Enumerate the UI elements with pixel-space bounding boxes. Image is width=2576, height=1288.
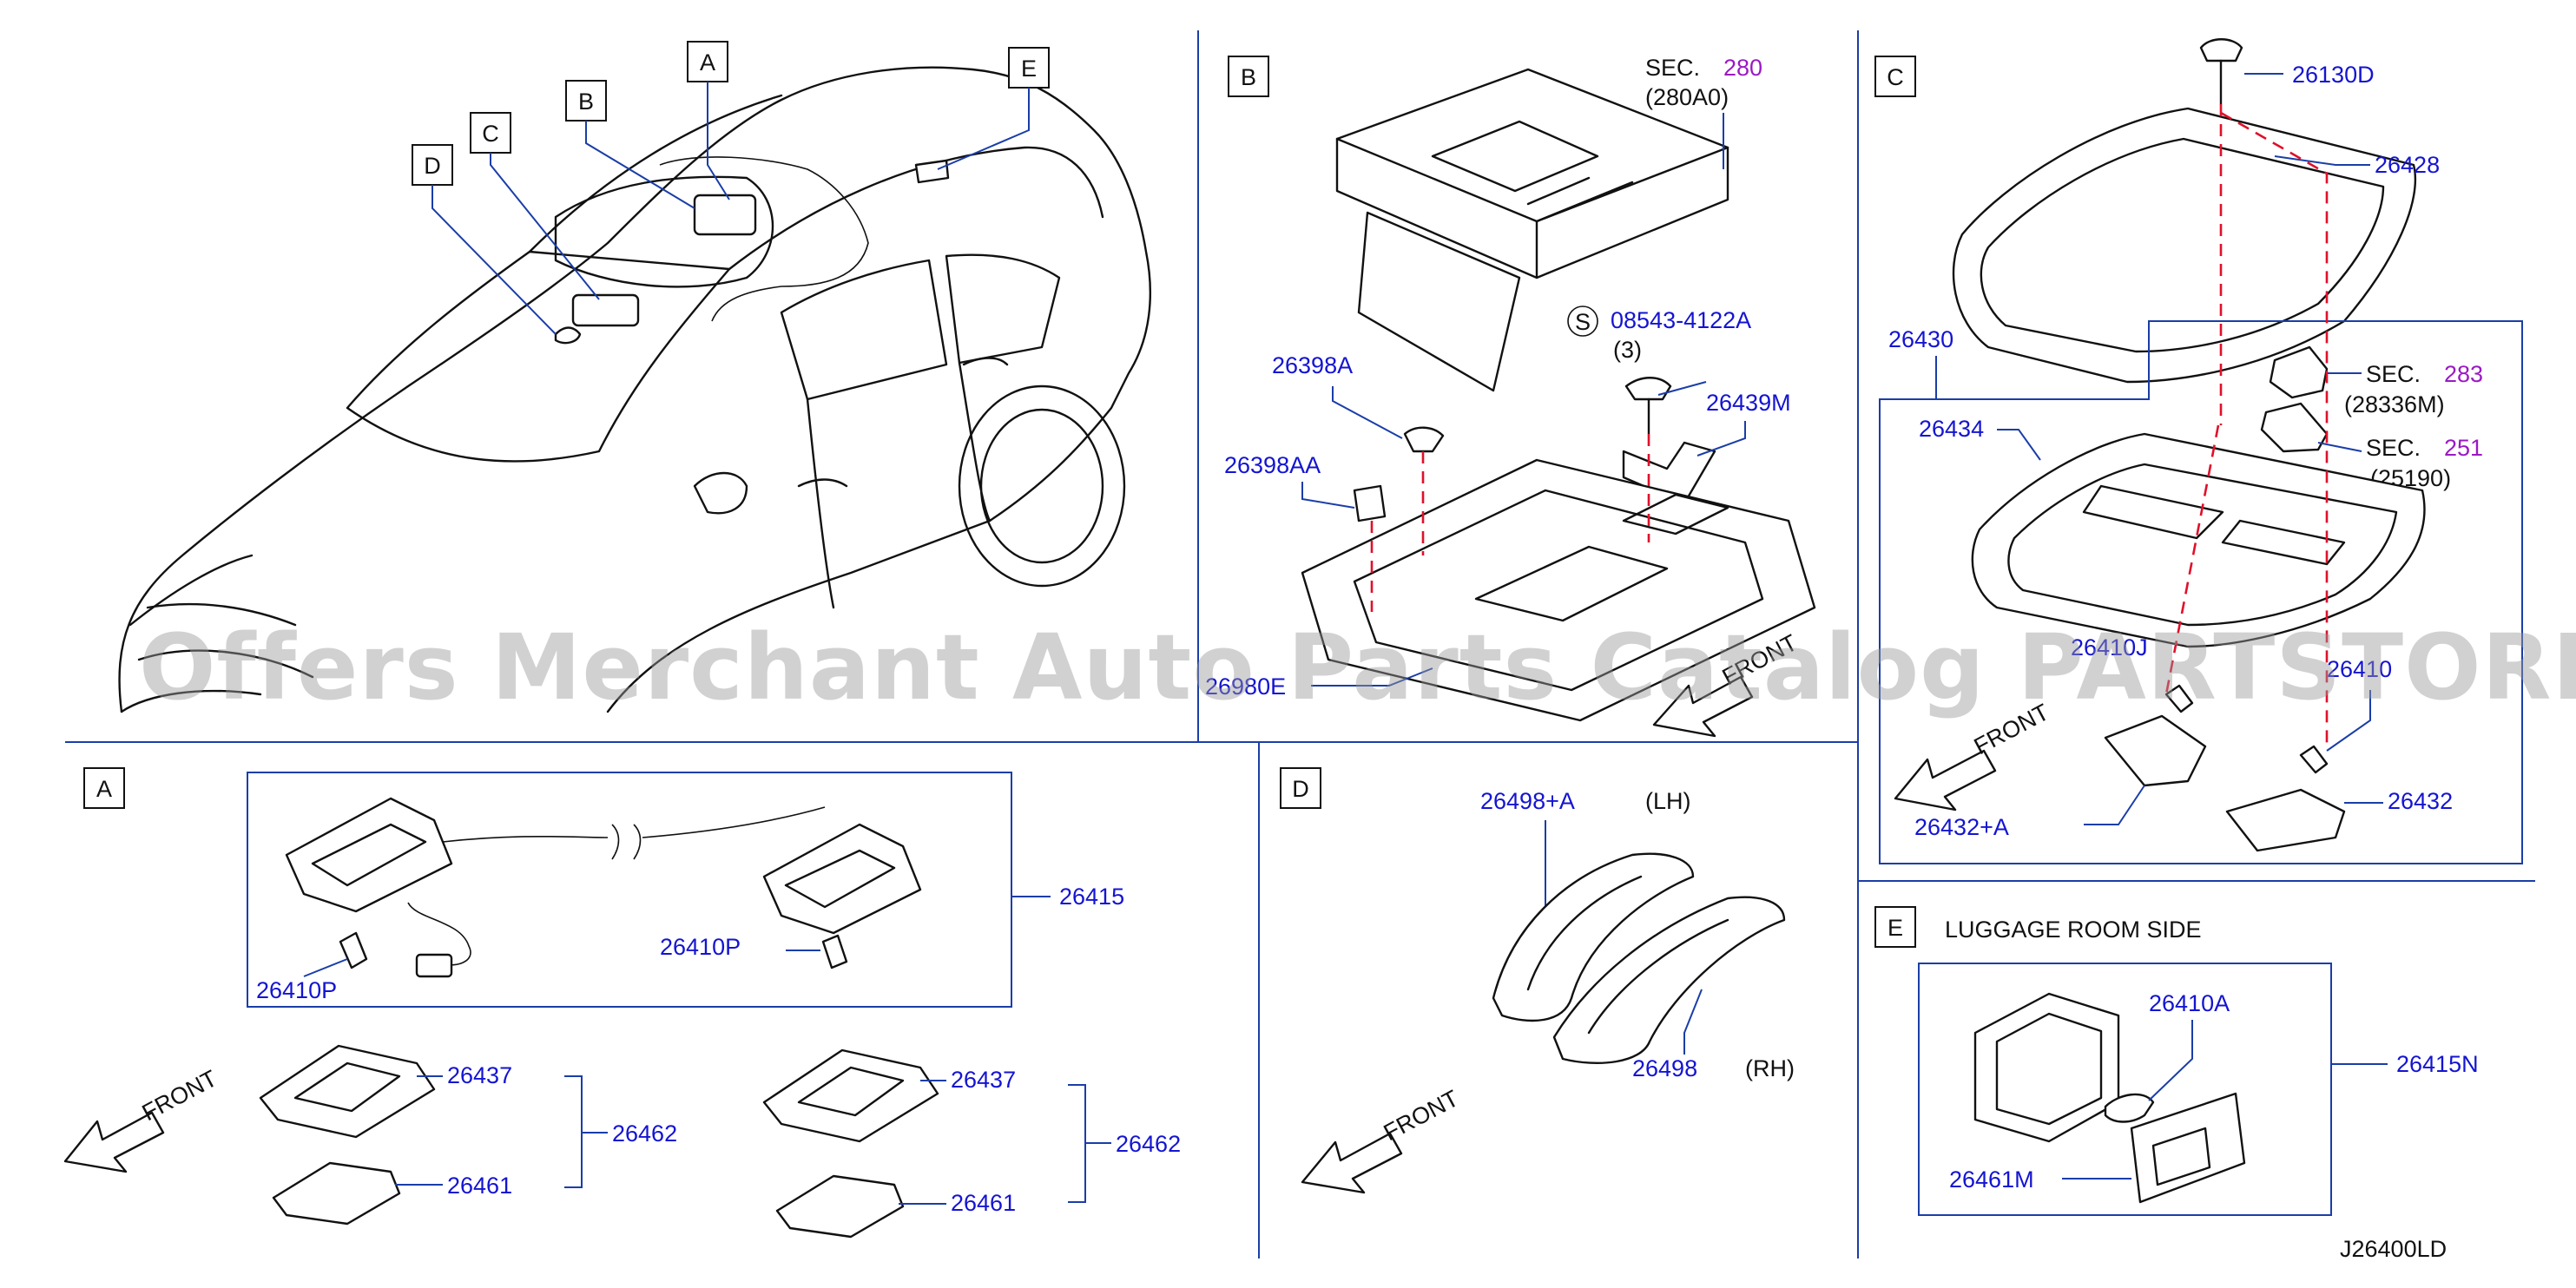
part-26461-left: 26461 [447,1173,512,1199]
part-26398aa: 26398AA [1224,452,1321,478]
section-label-c: C [1874,56,1916,97]
section-label-d: D [1280,767,1321,809]
part-26432: 26432 [2388,788,2453,814]
part-08543-4122a: 08543-4122A [1611,307,1751,333]
part-26428: 26428 [2375,152,2440,178]
part-partial-b: 26980E [1205,674,1286,700]
vehicle-callout-e: E [937,47,1050,170]
part-26437-right: 26437 [951,1067,1016,1093]
sec-label-283: SEC. [2366,361,2421,387]
part-26410: 26410 [2327,656,2392,682]
diagram-code: J26400LD [2340,1236,2447,1262]
part-26498a: 26498+A [1480,788,1575,814]
front-label-d: FRONT [1380,1085,1463,1146]
vehicle-callout-c: C [470,112,600,300]
rh-label: (RH) [1745,1055,1795,1081]
section-label-a: A [83,767,125,809]
sec-number-251: 251 [2444,435,2483,461]
part-26437-left: 26437 [447,1062,512,1088]
vehicle-callout-a: A [687,41,730,200]
sec-label-280: SEC. [1645,55,1700,81]
svg-text:E: E [1888,915,1903,941]
part-26415: 26415 [1059,884,1124,910]
svg-text:A: A [96,776,112,802]
panel-a: 26415 26410P 26410P 26437 26461 26462 26… [63,772,1181,1239]
svg-text:A: A [700,49,715,76]
part-26462-right: 26462 [1116,1131,1181,1157]
part-26498: 26498 [1632,1055,1697,1081]
svg-text:C: C [482,121,499,147]
part-26432a: 26432+A [1914,814,2009,840]
vehicle-callout-d: D [412,144,557,335]
vehicle-callout-b: B [565,80,695,209]
part-26462-left: 26462 [612,1120,677,1147]
svg-text:B: B [578,89,594,115]
front-label-a: FRONT [138,1065,221,1126]
part-26461m: 26461M [1949,1166,2034,1193]
sec-number-280: 280 [1723,55,1762,81]
part-26410p-left: 26410P [256,977,337,1003]
lh-label: (LH) [1645,788,1691,814]
part-26398a: 26398A [1272,352,1353,378]
section-label-e: E [1874,906,1916,948]
part-26434: 26434 [1919,416,1984,442]
svg-text:D: D [1292,776,1309,802]
part-26130d: 26130D [2292,62,2375,88]
watermark-text: Offers Merchant Auto Parts Catalog PARTS… [139,614,2576,720]
part-26430: 26430 [1888,326,1953,352]
panel-dividers [65,30,2535,1258]
svg-text:E: E [1021,56,1037,82]
svg-text:C: C [1887,64,1904,90]
sec-number-283: 283 [2444,361,2483,387]
part-26461-right: 26461 [951,1190,1016,1216]
sec-label-251: SEC. [2366,435,2421,461]
panel-b: SEC. 280 (280A0) S 08543-4122A (3) 26439… [1205,55,1816,738]
section-label-b: B [1228,56,1269,97]
panel-e: LUGGAGE ROOM SIDE 26415N 26410A 26461M [1918,917,2479,1216]
vehicle-illustration [118,66,1152,713]
screw-symbol: S [1575,309,1591,335]
sec-sub-280a0: (280A0) [1645,84,1729,110]
screw-quantity: (3) [1613,337,1642,363]
svg-text:D: D [424,153,441,179]
part-26439m: 26439M [1706,390,1791,416]
svg-text:B: B [1241,64,1256,90]
panel-c: 26130D 26428 26430 SEC. 283 (28336M) SEC… [1879,38,2523,864]
panel-d: 26498+A (LH) 26498 (RH) FRONT [1301,788,1795,1194]
part-26410j: 26410J [2071,634,2148,660]
sec-sub-28336m: (28336M) [2344,391,2445,417]
panel-e-title: LUGGAGE ROOM SIDE [1945,917,2202,943]
part-26410p-right: 26410P [660,934,741,960]
part-26415n: 26415N [2396,1051,2479,1077]
part-26410a: 26410A [2149,990,2230,1016]
